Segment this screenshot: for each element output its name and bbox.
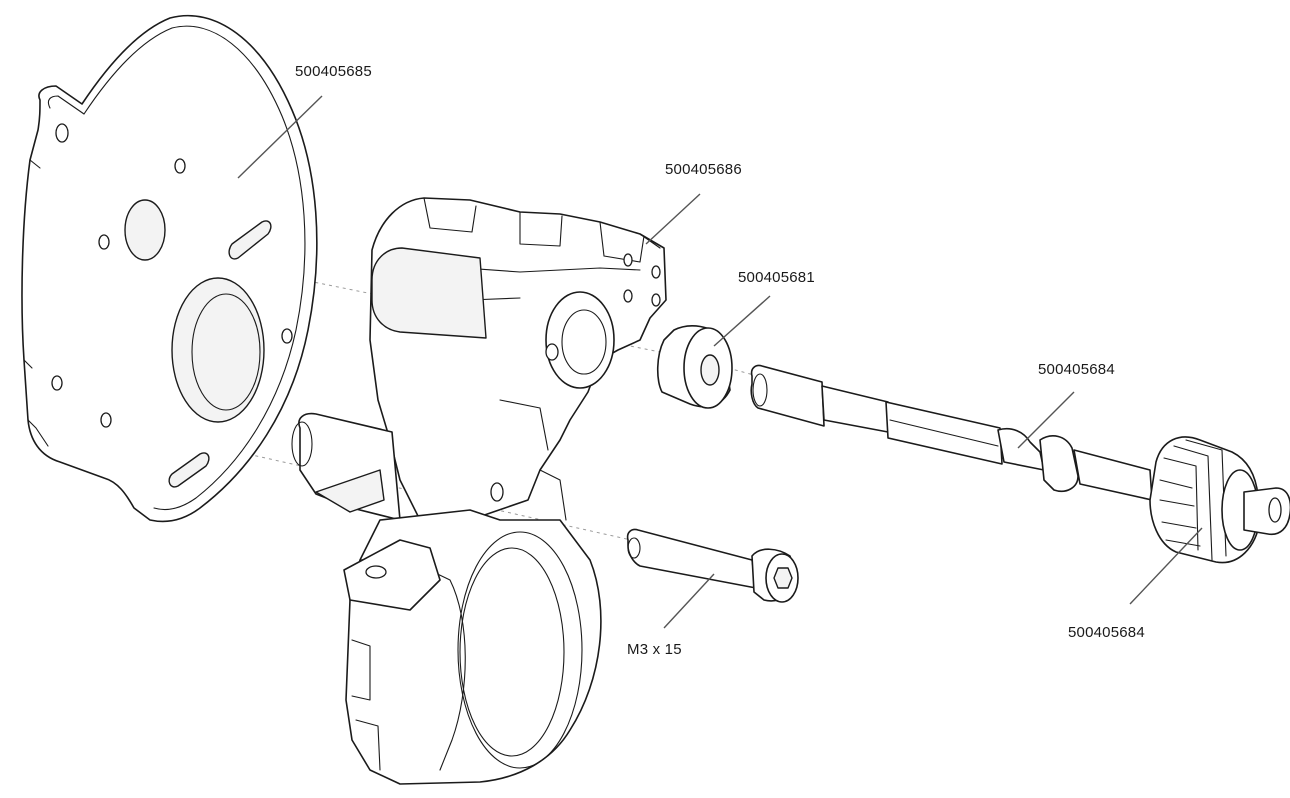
leader-gearbox-housing [645, 193, 701, 245]
leader-input-shaft [1017, 391, 1075, 449]
plate-slot [168, 452, 210, 488]
plate-hole [55, 123, 69, 143]
leader-screw [663, 573, 715, 629]
plate-hole [98, 234, 110, 250]
plate-hole [174, 158, 186, 174]
gearbox-housing [291, 197, 667, 785]
plate-hole [100, 412, 112, 428]
motor-plate-part-number: 500405685 [295, 63, 372, 80]
input-shaft [750, 364, 1153, 501]
plate-bore-upper [124, 199, 166, 261]
motor-plate [21, 14, 318, 523]
bearing-part-number: 500405681 [738, 269, 815, 286]
pinion-gear [1149, 436, 1290, 564]
screw [626, 528, 799, 603]
bearing [656, 325, 733, 409]
leader-pinion-gear [1129, 527, 1203, 605]
plate-hole [281, 328, 293, 344]
plate-slot [228, 220, 272, 260]
leader-motor-plate [237, 95, 323, 179]
pinion-gear-part-number: 500405684 [1068, 624, 1145, 641]
input-shaft-part-number: 500405684 [1038, 361, 1115, 378]
leader-lines [237, 95, 1203, 629]
gearbox-housing-part-number: 500405686 [665, 161, 742, 178]
plate-motor-opening [171, 277, 265, 423]
screw-size-label: M3 x 15 [627, 641, 682, 658]
plate-hole [51, 375, 63, 391]
leader-bearing [713, 295, 771, 347]
